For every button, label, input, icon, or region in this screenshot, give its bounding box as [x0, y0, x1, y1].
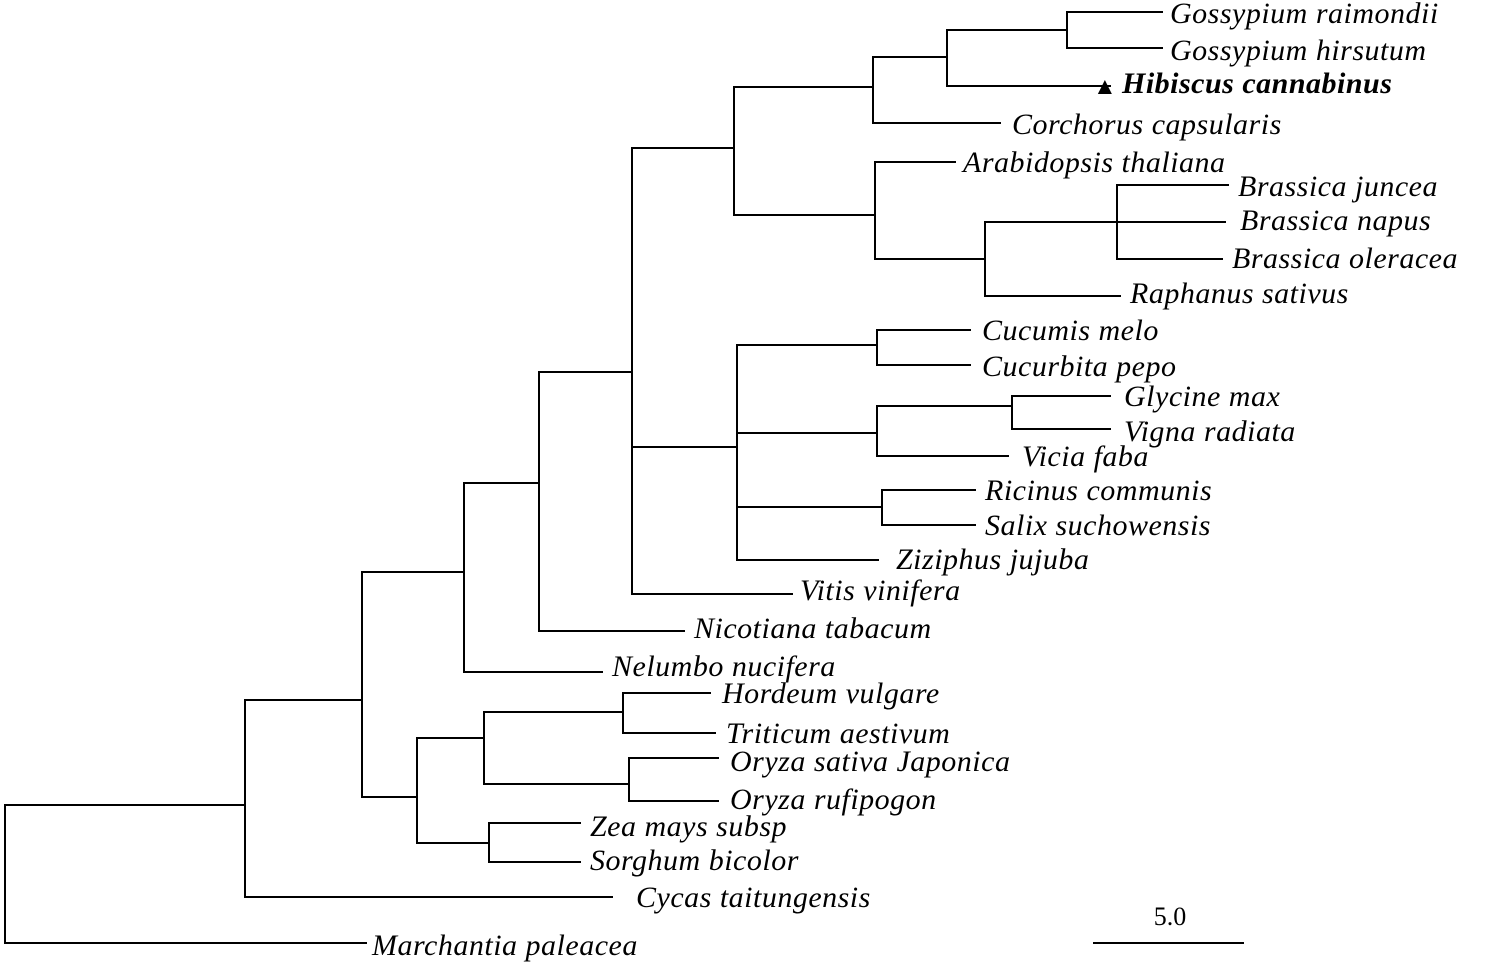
- taxon-label-gossypium-hirsutum: Gossypium hirsutum: [1170, 34, 1427, 67]
- taxon-label-vitis-vinifera: Vitis vinifera: [800, 574, 961, 607]
- taxon-label-triticum-aestivum: Triticum aestivum: [726, 717, 950, 750]
- highlight-marker-icon: ▲: [1093, 74, 1117, 100]
- taxon-label-vigna-radiata: Vigna radiata: [1124, 415, 1296, 448]
- taxon-labels: Gossypium raimondii Gossypium hirsutum ▲…: [371, 0, 1458, 962]
- taxon-label-cycas-taitungensis: Cycas taitungensis: [636, 881, 871, 914]
- taxon-label-ziziphus-jujuba: Ziziphus jujuba: [896, 543, 1089, 576]
- taxon-label-corchorus-capsularis: Corchorus capsularis: [1012, 108, 1282, 141]
- taxon-label-salix-suchowensis: Salix suchowensis: [985, 509, 1211, 542]
- taxon-label-oryza-rufipogon: Oryza rufipogon: [730, 783, 937, 816]
- taxon-label-ricinus-communis: Ricinus communis: [984, 474, 1212, 507]
- taxon-label-cucumis-melo: Cucumis melo: [982, 314, 1159, 347]
- scale-bar: 5.0: [1093, 902, 1244, 944]
- taxon-label-marchantia-paleacea: Marchantia paleacea: [371, 929, 638, 962]
- taxon-label-arabidopsis-thaliana: Arabidopsis thaliana: [961, 146, 1226, 179]
- taxon-label-nelumbo-nucifera: Nelumbo nucifera: [611, 650, 836, 683]
- tree-branches: [4, 11, 1229, 944]
- taxon-label-cucurbita-pepo: Cucurbita pepo: [982, 350, 1177, 383]
- taxon-label-zea-mays-subsp: Zea mays subsp: [590, 810, 787, 843]
- taxon-label-hordeum-vulgare: Hordeum vulgare: [721, 677, 940, 710]
- taxon-label-hibiscus-cannabinus: Hibiscus cannabinus: [1121, 67, 1392, 100]
- taxon-label-sorghum-bicolor: Sorghum bicolor: [590, 844, 799, 877]
- taxon-label-brassica-napus: Brassica napus: [1240, 204, 1431, 237]
- taxon-label-vicia-faba: Vicia faba: [1022, 440, 1149, 473]
- taxon-label-raphanus-sativus: Raphanus sativus: [1129, 277, 1349, 310]
- scale-bar-label: 5.0: [1154, 902, 1187, 931]
- taxon-label-nicotiana-tabacum: Nicotiana tabacum: [693, 612, 932, 645]
- taxon-label-brassica-oleracea: Brassica oleracea: [1232, 242, 1458, 275]
- taxon-label-gossypium-raimondii: Gossypium raimondii: [1170, 0, 1439, 30]
- taxon-label-oryza-sativa-japonica: Oryza sativa Japonica: [730, 745, 1010, 778]
- taxon-label-glycine-max: Glycine max: [1124, 380, 1280, 413]
- taxon-label-brassica-juncea: Brassica juncea: [1238, 170, 1438, 203]
